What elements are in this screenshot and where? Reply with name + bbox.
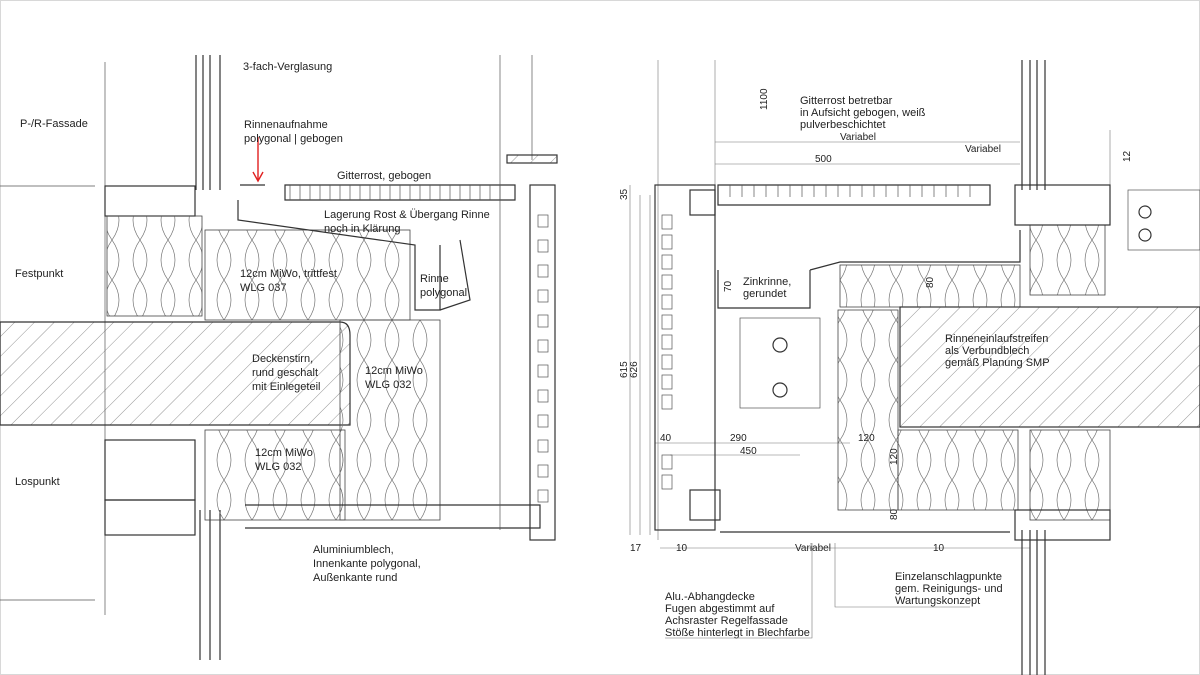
grating: [240, 184, 516, 201]
concrete-slab-right: [899, 306, 1200, 428]
dim-10-left: 10: [676, 543, 688, 554]
dim-80-top: 80: [925, 276, 936, 288]
dim-12: 12: [1122, 150, 1133, 162]
label-rinnenaufnahme-2: polygonal | gebogen: [244, 133, 343, 145]
insulation-festpunkt: [106, 215, 203, 317]
dim-17: 17: [630, 543, 642, 554]
label-rinne-2: polygonal: [420, 287, 467, 299]
label-miwo-right-2: WLG 032: [365, 379, 411, 391]
label-rinneneinlauf-3: gemäß Planung SMP: [945, 357, 1050, 369]
dim-70: 70: [723, 280, 734, 292]
label-rinne: Rinne: [420, 273, 449, 285]
dim-35: 35: [619, 188, 630, 200]
dim-120-vertical: 120: [889, 448, 900, 465]
label-miwo-bottom-2: WLG 032: [255, 461, 301, 473]
insulation-trittfest: [204, 229, 411, 321]
label-gitterrost-betretbar: Gitterrost betretbar: [800, 95, 893, 107]
dim-variabel-top: Variabel: [840, 132, 876, 143]
dim-615: 615: [619, 361, 630, 378]
facade-panel: [529, 184, 556, 541]
facade-panel-right: [654, 184, 716, 531]
label-zinkrinne-2: gerundet: [743, 288, 786, 300]
label-abhangdecke-2: Fugen abgestimmt auf: [665, 603, 775, 615]
dim-626: 626: [629, 361, 640, 378]
label-deckenstirn: Deckenstirn,: [252, 353, 313, 365]
left-sketch: 3-fach-Verglasung P-/R-Fassade Rinnenauf…: [0, 55, 558, 660]
label-miwo-right: 12cm MiWo: [365, 365, 423, 377]
label-rinneneinlauf-2: als Verbundblech: [945, 345, 1029, 357]
label-gitterrost-3: pulverbeschichtet: [800, 119, 886, 131]
label-aluminiumblech: Aluminiumblech,: [313, 544, 394, 556]
label-festpunkt: Festpunkt: [15, 268, 63, 280]
insulation-right: [339, 319, 441, 521]
label-zinkrinne: Zinkrinne,: [743, 276, 791, 288]
label-aluminiumblech-3: Außenkante rund: [313, 572, 397, 584]
label-abhangdecke-3: Achsraster Regelfassade: [665, 615, 788, 627]
dim-120-horizontal: 120: [858, 433, 875, 444]
label-miwo-trittfest-2: WLG 037: [240, 282, 286, 294]
label-miwo-trittfest: 12cm MiWo, trittfest: [240, 268, 337, 280]
insulation-bottom: [204, 429, 346, 521]
dim-variabel-right: Variabel: [965, 144, 1001, 155]
label-deckenstirn-3: mit Einlegeteil: [252, 381, 320, 393]
gutter: [237, 200, 441, 311]
label-fassade: P-/R-Fassade: [20, 118, 88, 130]
dim-500: 500: [815, 154, 832, 165]
dim-450: 450: [740, 446, 757, 457]
label-abhangdecke-4: Stöße hinterlegt in Blechfarbe: [665, 627, 810, 639]
label-rinneneinlauf: Rinneneinlaufstreifen: [945, 333, 1048, 345]
right-cad-drawing: Gitterrost betretbar in Aufsicht gebogen…: [619, 60, 1200, 675]
dim-variabel-bottom: Variabel: [795, 543, 831, 554]
zinc-gutter: [717, 230, 1021, 309]
dim-290: 290: [730, 433, 747, 444]
label-deckenstirn-2: rund geschalt: [252, 367, 318, 379]
label-einzelanschlag: Einzelanschlagpunkte: [895, 571, 1002, 583]
label-einzelanschlag-3: Wartungskonzept: [895, 595, 980, 607]
label-gitterrost: Gitterrost, gebogen: [337, 170, 431, 182]
label-miwo-bottom: 12cm MiWo: [255, 447, 313, 459]
dim-40: 40: [660, 433, 672, 444]
glazing: [195, 55, 221, 660]
aluminium-sheet: [245, 504, 541, 529]
label-einzelanschlag-2: gem. Reinigungs- und: [895, 583, 1003, 595]
label-lagerung-2: noch in Klärung: [324, 223, 400, 235]
label-abhangdecke: Alu.-Abhangdecke: [665, 591, 755, 603]
label-gitterrost-2: in Aufsicht gebogen, weiß: [800, 107, 926, 119]
dim-80-bottom: 80: [889, 508, 900, 520]
dim-1100: 1100: [759, 88, 770, 110]
dim-10-right: 10: [933, 543, 945, 554]
label-lagerung: Lagerung Rost & Übergang Rinne: [324, 209, 490, 221]
grating-right: [717, 184, 991, 206]
label-verglasung: 3-fach-Verglasung: [243, 61, 332, 73]
label-rinnenaufnahme: Rinnenaufnahme: [244, 119, 328, 131]
label-lospunkt: Lospunkt: [15, 476, 60, 488]
label-aluminiumblech-2: Innenkante polygonal,: [313, 558, 421, 570]
